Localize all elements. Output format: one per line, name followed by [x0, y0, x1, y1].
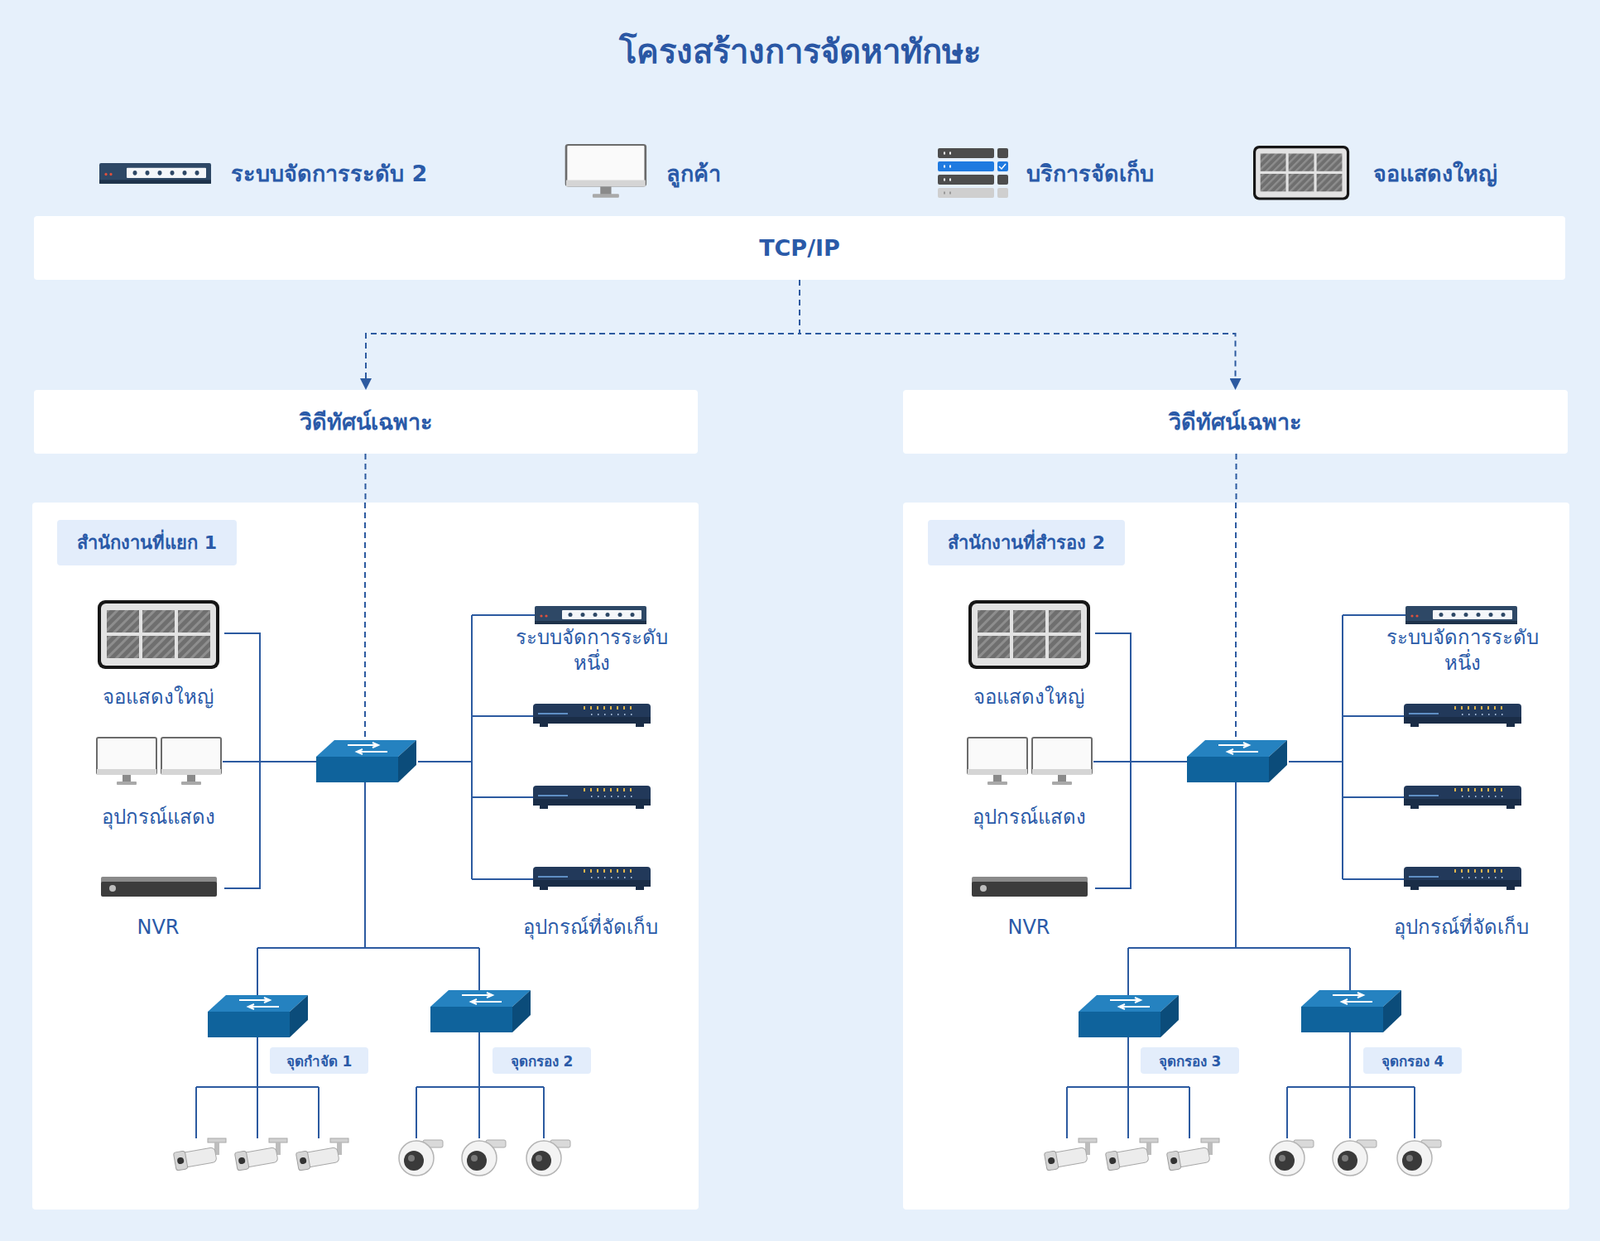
office-panel: สำนักงานที่แยก 1 จุดกำจัด 1 จุดกรอง 2 จอแสด… [32, 502, 699, 1210]
node-label: จุดกรอง 4 [1381, 1049, 1445, 1072]
server-check [999, 163, 1006, 169]
server-row [997, 161, 1009, 172]
device-label: ระบบจัดการระดับ หนึ่ง [511, 624, 673, 677]
point-tag: จุดกำจัด 1 [269, 1047, 369, 1074]
office-heading: สำนักงานที่สำรอง 2 [927, 519, 1125, 566]
office-heading: สำนักงานที่แยก 1 [57, 519, 237, 566]
server-row [997, 187, 1009, 198]
office-panel: สำนักงานที่สำรอง 2 จุดกรอง 3 จุดกรอง 4 จอแส… [903, 502, 1570, 1210]
device-label: จอแสดงใหญ่ [102, 684, 214, 711]
server-led [943, 153, 952, 180]
device-label: จอแสดงใหญ่ [973, 684, 1085, 711]
server-led [943, 192, 952, 195]
server-row [937, 161, 995, 172]
device-label: NVR [1007, 914, 1050, 941]
device-label: ระบบจัดการระดับ หนึ่ง [1382, 624, 1544, 677]
node-label: TCP/IP [759, 235, 841, 261]
dashed-connector [365, 279, 800, 390]
node-label: จุดกรอง 3 [1158, 1049, 1222, 1072]
server-row [937, 187, 995, 198]
device-label: อุปกรณ์แสดง [972, 804, 1086, 831]
legend-icon [99, 163, 212, 184]
device-label: NVR [136, 914, 179, 941]
device-label: อุปกรณ์ที่จัดเก็บ [1393, 914, 1529, 941]
node-label: วิดีทัศน์เฉพาะ [299, 403, 433, 440]
network-band: วิดีทัศน์เฉพาะ [903, 389, 1568, 454]
legend-label: บริการจัดเก็บ [1026, 157, 1154, 191]
point-tag: จุดกรอง 2 [492, 1047, 591, 1074]
diagram-title: โครงสร้างการจัดหาทักษะ [0, 29, 1600, 73]
legend-icon [1253, 145, 1350, 201]
server-row [937, 148, 995, 159]
dashed-connector [1235, 453, 1238, 503]
server-row [937, 174, 995, 185]
device-label: อุปกรณ์ที่จัดเก็บ [523, 914, 659, 941]
legend-icon [566, 144, 646, 198]
legend-label: ลูกค้า [666, 157, 721, 191]
network-band: วิดีทัศน์เฉพาะ [33, 389, 698, 454]
point-tag: จุดกรอง 4 [1363, 1047, 1462, 1074]
node-label: จุดกำจัด 1 [286, 1049, 353, 1072]
network-band: TCP/IP [33, 216, 1566, 280]
legend-label: จอแสดงใหญ่ [1373, 157, 1498, 191]
legend-label: ระบบจัดการระดับ 2 [230, 157, 428, 191]
node-label: วิดีทัศน์เฉพาะ [1168, 403, 1303, 440]
dashed-connector [365, 453, 367, 503]
point-tag: จุดกรอง 3 [1140, 1047, 1240, 1074]
server-row [997, 148, 1009, 159]
server-row [997, 174, 1009, 185]
node-label: จุดกรอง 2 [510, 1049, 574, 1072]
device-label: อุปกรณ์แสดง [101, 804, 216, 831]
legend-icon [937, 148, 1009, 198]
dashed-connector [799, 279, 1236, 390]
